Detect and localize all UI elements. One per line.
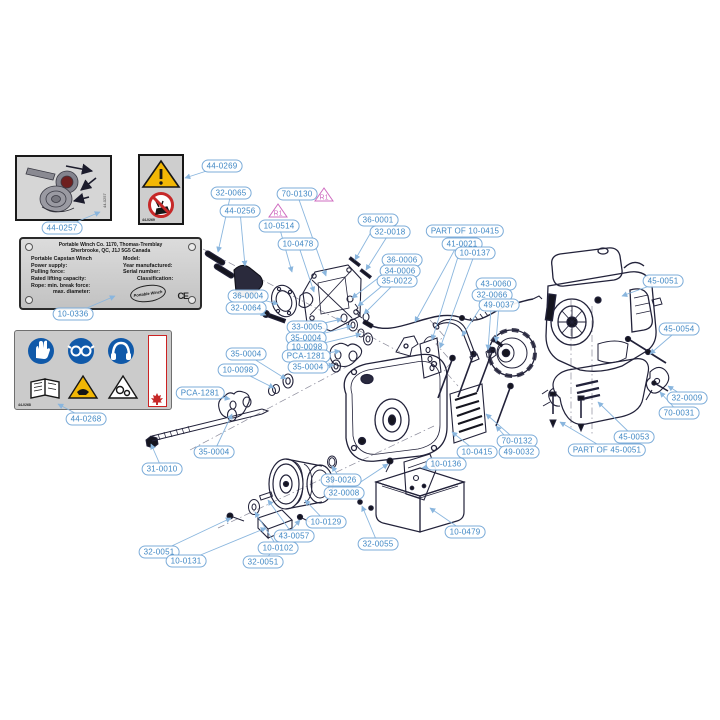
leader-line — [430, 243, 463, 341]
leader-line — [61, 211, 101, 229]
wear-goggles-icon — [67, 338, 95, 364]
leader-line — [245, 353, 287, 380]
plate-field: max. diameter: — [53, 289, 91, 296]
leader-line — [414, 230, 466, 323]
screw-hole — [25, 243, 33, 251]
assembled-in-canada-strip: ASSEMBLED IN CANADA WITH DOMESTIC AND FO… — [148, 335, 167, 407]
leader-line — [354, 219, 379, 261]
leader-line — [439, 252, 476, 349]
leader-line — [184, 165, 223, 180]
leader-line — [485, 413, 518, 442]
leader-line — [185, 527, 267, 562]
leader-line — [361, 505, 379, 545]
leader-line — [213, 413, 233, 453]
capstan-drum — [268, 458, 334, 510]
plate-company-line1: Portable Winch Co. 1170, Thomas-Tremblay — [58, 242, 163, 248]
leader-line — [365, 231, 391, 271]
leader-line — [247, 295, 279, 306]
leader-line — [245, 307, 267, 317]
entanglement-hazard-icon — [67, 374, 99, 399]
leader-line — [304, 499, 327, 523]
leader-line — [150, 443, 163, 470]
leader-line — [296, 193, 328, 277]
guide-cover-bracket — [403, 453, 437, 501]
plate-field: Portable Capstan Winch — [31, 256, 92, 263]
leader-line — [621, 280, 664, 297]
mount-screws — [549, 335, 669, 433]
leader-line — [306, 317, 343, 328]
inset-figure: 44-0257 — [15, 155, 112, 221]
leader-line — [278, 225, 294, 273]
construction-lines — [189, 248, 593, 529]
leader-line — [559, 421, 608, 451]
read-manual-icon — [30, 378, 60, 399]
leader-line — [254, 511, 279, 549]
plate-field: Model: — [123, 256, 141, 263]
leader-line — [351, 259, 403, 299]
leader-line — [262, 519, 301, 563]
leader-line — [305, 348, 341, 357]
wear-gloves-icon — [28, 338, 54, 364]
leader-line — [239, 210, 248, 267]
throttle-cable — [362, 295, 543, 330]
plate-field: Rated lifting capacity: — [31, 275, 87, 282]
leader-line — [649, 328, 680, 355]
leader-line — [493, 304, 500, 343]
warning-triangle-icon — [141, 159, 181, 188]
leader-line — [57, 403, 87, 420]
warning-label: 44-0269 — [138, 154, 184, 225]
leader-line — [597, 401, 635, 438]
revision-marker-text: R1 — [274, 211, 283, 218]
identification-plate: Portable Winch Co. 1170, Thomas-Tremblay… — [19, 237, 202, 310]
revision-marker-text: R1 — [320, 195, 329, 202]
inset-side-text: 44-0257 — [102, 193, 107, 208]
screw-hole — [25, 296, 33, 304]
plate-field: Rope: min. break force: — [31, 282, 91, 289]
wear-ear-protection-icon — [108, 338, 134, 364]
leader-line — [297, 243, 316, 293]
leader-line — [421, 463, 447, 471]
ce-mark: CE — [177, 291, 188, 301]
leader-line — [485, 294, 493, 351]
maple-leaf-icon — [151, 393, 163, 405]
leader-line — [331, 465, 342, 481]
screw-hole — [188, 243, 196, 251]
leader-line — [216, 192, 232, 253]
plate-field: Serial number: — [123, 269, 161, 276]
plate-company-line2: Sherbrooke, QC, J1J 5G5 Canada — [70, 247, 151, 254]
pinch-point-hazard-icon — [107, 374, 139, 399]
warning-label-part-number: 44-0269 — [142, 218, 155, 222]
safety-label-part-number: 44-0268 — [18, 403, 31, 407]
screw-hole — [188, 296, 196, 304]
leader-line — [451, 431, 478, 453]
leader-line — [495, 425, 520, 453]
safety-label-art — [28, 338, 139, 399]
cover-plate-hatched — [449, 383, 487, 444]
revision-triangle — [268, 203, 288, 218]
leader-line — [343, 463, 389, 494]
leader-line — [199, 392, 231, 401]
warning-label-art — [141, 159, 181, 218]
revision-triangle — [314, 187, 334, 202]
plate-field: Year manufactured: — [123, 262, 173, 269]
leader-line — [429, 507, 466, 533]
leader-line — [72, 295, 116, 315]
leader-line — [363, 280, 398, 315]
leader-line — [237, 369, 275, 389]
no-lifting-icon — [148, 192, 174, 218]
plate-field: Pulling force: — [31, 269, 65, 276]
leader-line — [305, 324, 353, 339]
leader-line — [307, 362, 335, 369]
leader-line — [659, 391, 680, 414]
plate-field: Classification: — [137, 275, 174, 282]
safety-pictogram-label: ASSEMBLED IN CANADA WITH DOMESTIC AND FO… — [14, 330, 172, 410]
plate-field: Power supply: — [31, 262, 68, 269]
leader-line — [667, 385, 688, 399]
